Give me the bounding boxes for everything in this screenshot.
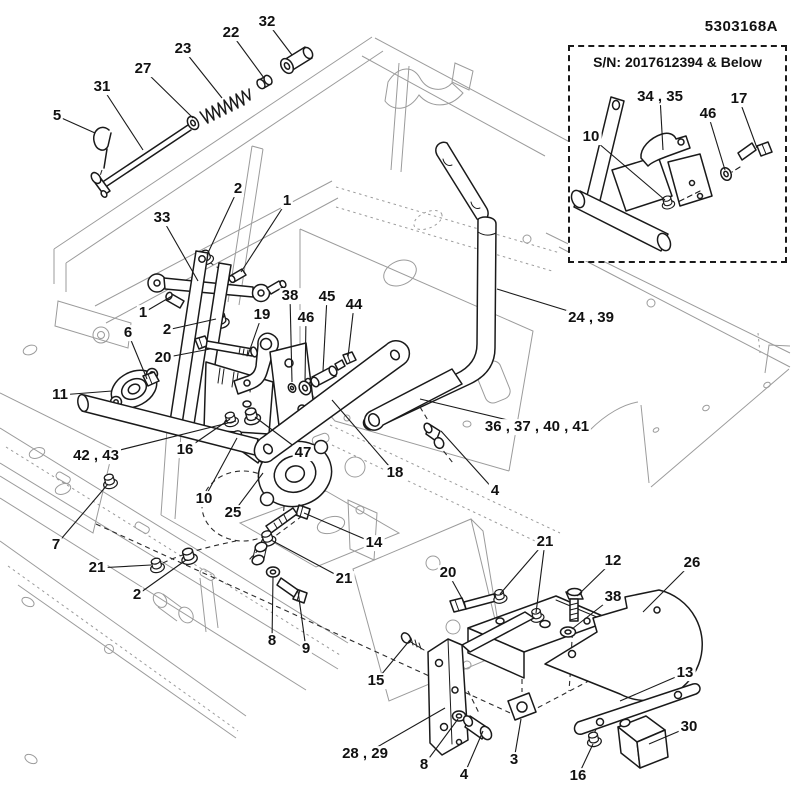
inset-title: S/N: 2017612394 & Below (593, 54, 762, 70)
callout-leader-38 (289, 295, 293, 383)
callout-label-24-39: 24 , 39 (566, 309, 616, 327)
callout-label-17: 17 (728, 90, 750, 108)
callout-label-20: 20 (437, 564, 459, 582)
callout-leader-10 (590, 136, 666, 201)
callout-label-30: 30 (678, 718, 700, 736)
callout-label-31: 31 (91, 78, 113, 96)
serial-number-inset: S/N: 2017612394 & Below (568, 45, 787, 263)
callout-label-8: 8 (265, 632, 279, 650)
callout-label-1: 1 (280, 192, 294, 210)
callout-label-21: 21 (86, 559, 108, 577)
callout-label-15: 15 (365, 672, 387, 690)
callout-leader-2 (166, 318, 217, 331)
callout-leader-21 (535, 541, 546, 614)
callout-label-21: 21 (534, 533, 556, 551)
callout-label-26: 26 (681, 554, 703, 572)
callout-label-19: 19 (251, 306, 273, 324)
callout-leader-7 (55, 483, 109, 546)
callout-leader-9 (297, 590, 307, 650)
callout-leader-14 (303, 512, 375, 544)
callout-label-45: 45 (316, 288, 338, 306)
callout-label-8: 8 (417, 756, 431, 774)
callout-label-13: 13 (674, 664, 696, 682)
callout-leader-2 (206, 188, 239, 256)
callout-label-4: 4 (488, 482, 502, 500)
leader-lines (55, 21, 758, 777)
callout-label-10: 10 (580, 128, 602, 146)
callout-leader-17 (738, 98, 758, 149)
callout-label-1: 1 (136, 304, 150, 322)
callout-leader-18 (331, 399, 396, 474)
callout-label-18: 18 (384, 464, 406, 482)
callout-leader-33 (161, 217, 199, 282)
callout-label-34-35: 34 , 35 (635, 88, 685, 106)
callout-label-4: 4 (457, 766, 471, 784)
callout-label-14: 14 (363, 534, 385, 552)
callout-label-28-29: 28 , 29 (340, 745, 390, 763)
callout-label-2: 2 (130, 586, 144, 604)
callout-label-2: 2 (231, 180, 245, 198)
callout-label-22: 22 (220, 24, 242, 42)
callout-label-16: 16 (174, 441, 196, 459)
callout-label-44: 44 (343, 296, 365, 314)
callout-label-7: 7 (49, 536, 63, 554)
callout-label-21: 21 (333, 570, 355, 588)
callout-label-20: 20 (152, 349, 174, 367)
callout-label-5: 5 (50, 107, 64, 125)
callout-leader-27 (142, 68, 194, 119)
callout-label-11: 11 (50, 386, 70, 404)
callout-label-46: 46 (697, 105, 719, 123)
callout-label-42-43: 42 , 43 (71, 447, 121, 465)
callout-label-9: 9 (299, 640, 313, 658)
callout-label-36-37-40-41: 36 , 37 , 40 , 41 (482, 418, 592, 436)
callout-leader-1 (240, 200, 288, 273)
callout-leader-10 (203, 437, 238, 500)
callout-leader-8 (271, 576, 274, 642)
callout-leader-45 (322, 296, 328, 372)
callout-label-3: 3 (507, 751, 521, 769)
callout-leader-44 (347, 304, 355, 358)
callout-leader-46 (304, 317, 307, 383)
callout-label-12: 12 (602, 552, 624, 570)
inset-drawing (570, 96, 773, 252)
callout-leader-23 (182, 48, 223, 99)
callout-leader-4 (440, 430, 496, 492)
document-number: 5303168A (704, 18, 778, 35)
callout-leader-31 (101, 86, 144, 151)
callout-label-38: 38 (279, 287, 301, 305)
callout-leader-13 (619, 672, 686, 702)
callout-leader-21 (499, 541, 546, 595)
callout-label-27: 27 (132, 60, 154, 78)
callout-leader-46 (707, 113, 726, 171)
callout-label-47: 47 (292, 444, 314, 462)
callout-label-23: 23 (172, 40, 194, 58)
callout-label-2: 2 (160, 321, 174, 339)
callout-leader-26 (642, 562, 693, 613)
callout-label-25: 25 (222, 504, 244, 522)
callout-label-16: 16 (567, 767, 589, 785)
callout-label-10: 10 (193, 490, 215, 508)
frame-lines (0, 36, 791, 765)
callout-label-46: 46 (295, 309, 317, 327)
callout-label-32: 32 (256, 13, 278, 31)
callout-label-38: 38 (602, 588, 624, 606)
callout-leader-2 (136, 559, 187, 596)
callout-leader-34-35 (659, 96, 664, 151)
callout-label-6: 6 (121, 324, 135, 342)
callout-leader-21 (270, 539, 345, 580)
callout-label-33: 33 (151, 209, 173, 227)
callout-leader-5 (56, 115, 96, 134)
part-drawings (77, 46, 703, 769)
